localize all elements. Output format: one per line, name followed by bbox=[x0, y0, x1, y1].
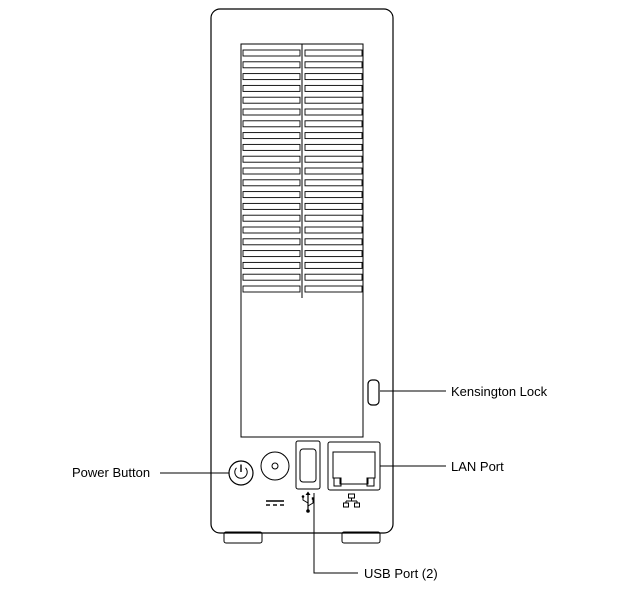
vent-slot-left bbox=[242, 250, 301, 258]
vent-slot-right bbox=[304, 84, 363, 92]
usb-symbol-icon bbox=[301, 491, 315, 513]
dc-power-jack bbox=[260, 451, 290, 481]
vent-slot-left bbox=[242, 226, 301, 234]
vent-slot-right bbox=[304, 49, 363, 57]
left-foot bbox=[223, 531, 263, 544]
vent-slot-left bbox=[242, 96, 301, 104]
vent-slot-left bbox=[242, 214, 301, 222]
vent-slot-left bbox=[242, 202, 301, 210]
vent-slot-right bbox=[304, 108, 363, 116]
vent-slot-left bbox=[242, 73, 301, 81]
vent-slot-right bbox=[304, 73, 363, 81]
vent-slot-left bbox=[242, 155, 301, 163]
vent-slot-left bbox=[242, 49, 301, 57]
right-foot bbox=[341, 531, 381, 544]
vent-slot-right bbox=[304, 250, 363, 258]
vent-slot-right bbox=[304, 285, 363, 293]
vent-slot-right bbox=[304, 261, 363, 269]
vent-slot-right bbox=[304, 167, 363, 175]
device-body bbox=[210, 8, 394, 534]
vent-slot-right bbox=[304, 143, 363, 151]
vent-slot-right bbox=[304, 202, 363, 210]
vent-slot-left bbox=[242, 61, 301, 69]
vent-slot-right bbox=[304, 61, 363, 69]
usb-port-leader bbox=[313, 493, 358, 574]
vent-slots bbox=[242, 49, 363, 293]
power-button-label: Power Button bbox=[72, 465, 151, 480]
power-button bbox=[228, 460, 254, 486]
vent-slot-right bbox=[304, 273, 363, 281]
vent-slot-left bbox=[242, 238, 301, 246]
device-feet bbox=[223, 531, 381, 544]
vent-slot-right bbox=[304, 226, 363, 234]
usb-port bbox=[295, 440, 321, 490]
usb-port-label: USB Port (2) bbox=[364, 566, 438, 581]
vent-slot-left bbox=[242, 191, 301, 199]
vent-slot-left bbox=[242, 143, 301, 151]
kensington-lock-label: Kensington Lock bbox=[451, 384, 548, 399]
vent-slot-left bbox=[242, 179, 301, 187]
lan-port bbox=[327, 441, 381, 491]
vent-slot-right bbox=[304, 238, 363, 246]
lan-port-label: LAN Port bbox=[451, 459, 504, 474]
vent-slot-left bbox=[242, 120, 301, 128]
vent-slot-left bbox=[242, 108, 301, 116]
vent-slot-right bbox=[304, 132, 363, 140]
vent-slot-right bbox=[304, 179, 363, 187]
vent-slot-left bbox=[242, 132, 301, 140]
vent-slot-left bbox=[242, 273, 301, 281]
vent-slot-left bbox=[242, 167, 301, 175]
vent-slot-right bbox=[304, 191, 363, 199]
vent-slot-right bbox=[304, 96, 363, 104]
network-symbol-icon bbox=[343, 493, 360, 508]
vent-slot-right bbox=[304, 120, 363, 128]
vent-slot-right bbox=[304, 214, 363, 222]
kensington-lock-slot bbox=[367, 379, 380, 406]
dc-power-symbol-icon bbox=[266, 500, 284, 506]
power-icon bbox=[234, 464, 248, 479]
vent-slot-left bbox=[242, 84, 301, 92]
vent-slot-left bbox=[242, 285, 301, 293]
vent-slot-right bbox=[304, 155, 363, 163]
vent-slot-left bbox=[242, 261, 301, 269]
